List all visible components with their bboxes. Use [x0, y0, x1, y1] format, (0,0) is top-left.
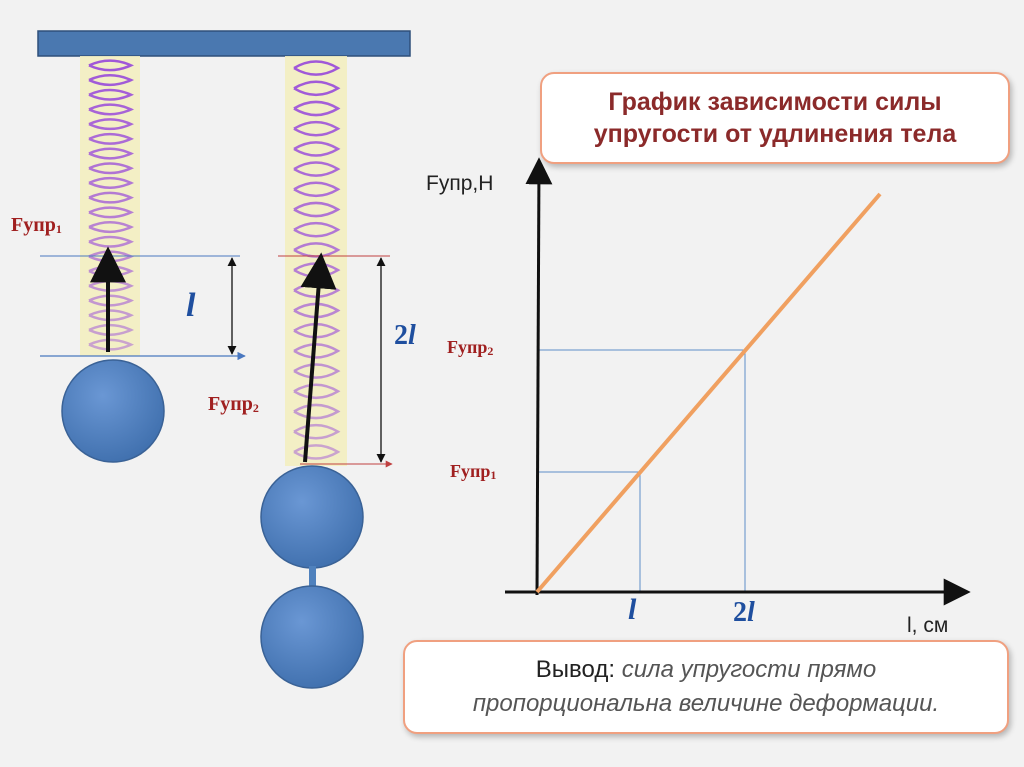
- weight-2-lower: [260, 585, 364, 689]
- conclusion-text-1: сила упругости прямо: [621, 656, 877, 683]
- tick-f1-base: Fупр: [450, 461, 491, 481]
- force-2-label-sub: 2: [252, 401, 259, 415]
- tick-2l-sym: l: [747, 597, 755, 628]
- spring-1-coil: [88, 132, 135, 145]
- spring-1-coil: [88, 235, 135, 248]
- tick-f1-sub: 1: [490, 468, 497, 482]
- graph-title-box: График зависимости силы упругости от удл…: [540, 72, 1010, 164]
- force-1-label-base: Fупр: [11, 214, 56, 236]
- spring-2-coil: [293, 80, 341, 97]
- length-1-label: l: [186, 287, 196, 324]
- conclusion-line-1: Вывод: сила упругости прямо: [536, 653, 876, 687]
- spring-2-coil: [293, 120, 341, 137]
- weight-2-upper: [260, 465, 364, 569]
- spring-1-coil: [88, 338, 135, 351]
- conclusion-box: Вывод: сила упругости прямо пропорционал…: [403, 640, 1009, 734]
- y-axis: [525, 157, 553, 596]
- spring-2-coil: [293, 60, 341, 76]
- force-2-label: Fупр2: [208, 393, 259, 416]
- length-2-label: 2l: [394, 320, 416, 352]
- tick-2l-label: 2l: [733, 597, 755, 629]
- x-axis-label: l, см: [907, 614, 949, 637]
- tick-f2-base: Fупр: [447, 337, 488, 357]
- spring-2-coil: [293, 181, 341, 198]
- tick-l-label: l: [628, 593, 637, 626]
- graph-title-line-1: График зависимости силы: [608, 88, 942, 116]
- spring-2-coil: [293, 201, 341, 218]
- spring-2-coil: [293, 141, 341, 157]
- spring-1-coil: [88, 323, 135, 336]
- conclusion-line-2: пропорциональна величине деформации.: [473, 687, 939, 721]
- graph-title-line-2: упругости от удлинения тела: [593, 120, 957, 148]
- spring-2-coil: [293, 363, 341, 379]
- tick-f1-label: Fупр1: [450, 461, 496, 483]
- spring-2-coil: [293, 383, 341, 400]
- spring-1-coil: [88, 88, 135, 101]
- spring-1-coil: [88, 191, 135, 204]
- spring-2-coil: [293, 100, 341, 117]
- tick-f2-label: Fупр2: [447, 337, 493, 359]
- force-1-label: Fупр1: [11, 214, 62, 237]
- spring-1-coil: [88, 103, 135, 116]
- force-1-label-sub: 1: [55, 222, 62, 236]
- spring-2-coil: [293, 322, 341, 339]
- spring-1-coil: [88, 176, 135, 189]
- spring-2-coil: [293, 161, 341, 177]
- spring-1-coil: [88, 294, 135, 307]
- spring-2-coil: [293, 221, 341, 238]
- tick-f2-sub: 2: [487, 344, 494, 358]
- conclusion-text-2: пропорциональна величине деформации.: [472, 690, 940, 717]
- spring-2-coil: [293, 343, 341, 359]
- ceiling-beam: [37, 30, 411, 57]
- weight-link: [309, 566, 316, 588]
- spring-1-coil: [88, 59, 135, 72]
- y-axis-label: Fупр,Н: [426, 172, 494, 195]
- weight-1: [61, 359, 165, 463]
- spring-1-coil: [88, 118, 135, 131]
- force-elongation-line: [535, 192, 882, 594]
- conclusion-label: Вывод:: [535, 656, 616, 683]
- spring-1-coil: [88, 74, 135, 87]
- length-2-label-num: 2: [394, 320, 408, 351]
- spring-1-coil: [88, 147, 135, 160]
- force-2-arrow: [300, 252, 337, 463]
- spring-1-coil: [88, 162, 135, 175]
- force-2-label-base: Fупр: [208, 393, 253, 415]
- spring-1-coil: [88, 206, 135, 219]
- tick-2l-num: 2: [733, 597, 747, 628]
- spring-1-coil: [88, 221, 135, 234]
- spring-2-coil: [293, 302, 341, 319]
- length-2-label-sym: l: [408, 320, 416, 351]
- spring-1-coil: [88, 309, 135, 322]
